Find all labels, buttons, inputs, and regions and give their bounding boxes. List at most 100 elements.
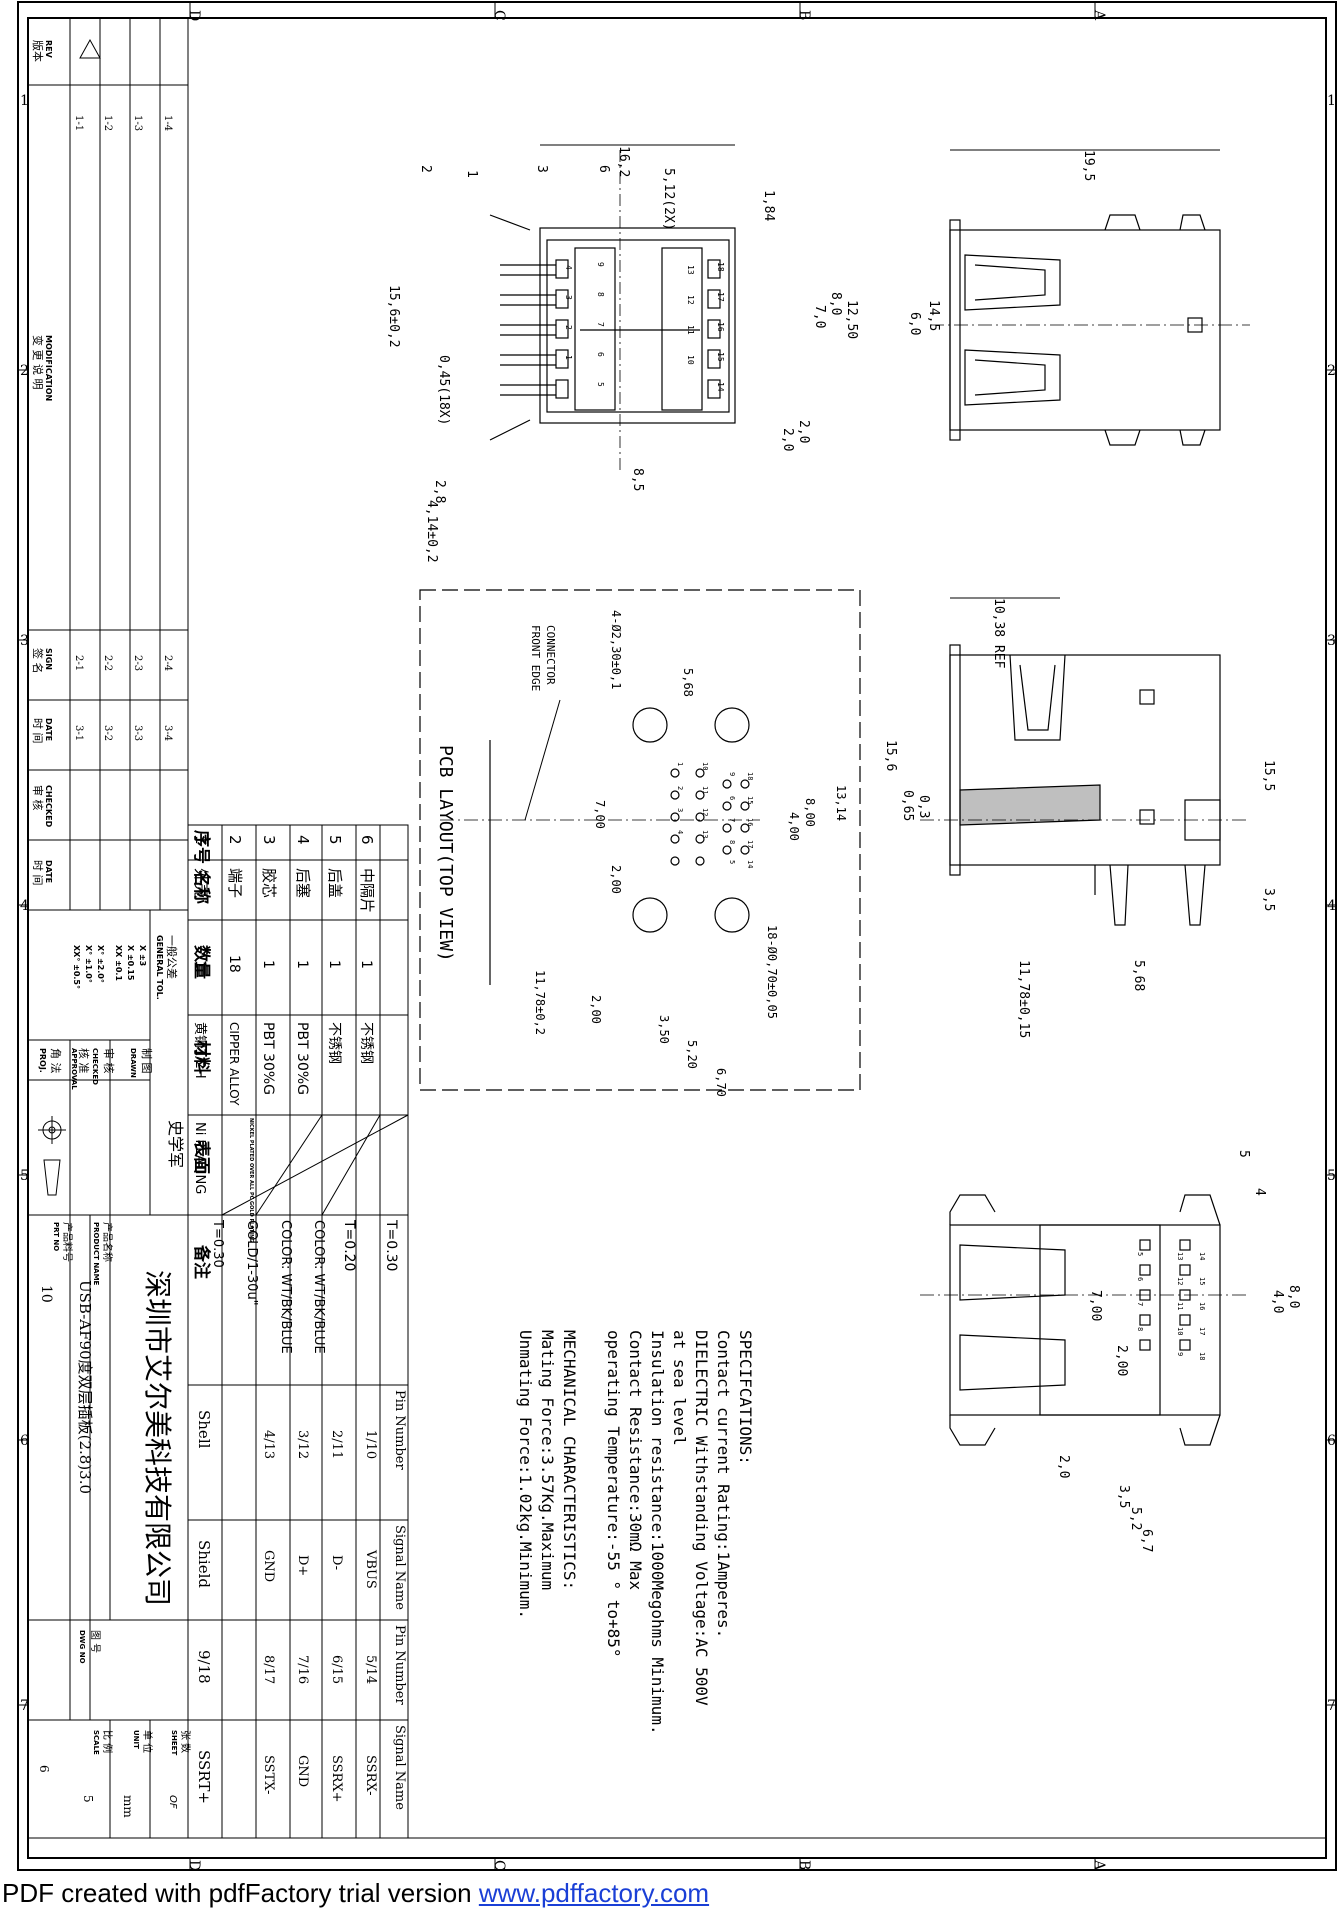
zone-letter: D [186, 1860, 202, 1871]
dim-label: 5,68 [1131, 960, 1146, 991]
pin-label: 11 [1176, 1302, 1184, 1310]
bom-cell: COLOR: WT/BK/BLUE [278, 1220, 293, 1354]
bom-cell: 3 [260, 835, 278, 845]
pin-cell: 1/10 [363, 1430, 378, 1459]
dim-label: 5,20 [685, 1040, 699, 1069]
bom-cell: NICKEL PLATED OVER ALL PC GOLD PLATING [248, 1118, 254, 1242]
dim-label: 2,00 [589, 995, 603, 1024]
product-label-en: PRODUCT NAME [92, 1222, 100, 1286]
dim-label: 18-Ø0,70±0,05 [765, 925, 779, 1019]
zone-letter: D [186, 10, 202, 21]
zone-number: 2 [20, 363, 29, 379]
pin-label: 15 [746, 796, 754, 804]
pin-cell: 8/17 [261, 1655, 276, 1684]
bom-cell: 中隔片 [358, 868, 376, 913]
pin-cell: D+ [295, 1555, 310, 1576]
date-entry: 3-4 [162, 725, 173, 741]
pin-cell: GND [295, 1755, 310, 1787]
top-view [930, 214, 1250, 446]
pin-label: 17 [1198, 1327, 1206, 1335]
bom-table-text: 序号 名称 数量 材料 表面 备注 6 中隔片 1 不锈钢 T=0.30 5 后… [191, 830, 399, 1354]
pin-label: 9 [596, 262, 605, 267]
pcb-layout [419, 589, 861, 1091]
dim-label: 13,14 [834, 785, 848, 821]
product-name: USB-AF90度双层插板(2.8)3.0 [76, 1280, 94, 1494]
pin-label: 14 [746, 860, 754, 868]
side-view [920, 644, 1250, 926]
pin-cell: SSRX+ [329, 1755, 344, 1803]
projection-symbol-icon [38, 1116, 66, 1196]
zone-number: 7 [20, 1698, 29, 1714]
pin-label: 6 [1136, 1277, 1144, 1281]
dwg-label-en: DWG NO [78, 1630, 86, 1664]
spec-line: SPECIFCATIONS: [736, 1330, 755, 1465]
pdffactory-link[interactable]: www.pdffactory.com [478, 1878, 710, 1908]
dim-label: 8,00 [803, 798, 817, 827]
pin-label: 10 [1176, 1327, 1184, 1335]
zone-letter: C [491, 10, 507, 21]
pin-label: 4 [676, 830, 684, 834]
sheet-count-a: 6 [37, 1765, 51, 1773]
tol-a1: X° ±2.0° [96, 945, 105, 983]
pin-cell: D- [329, 1555, 344, 1570]
date2-label-en: DATE [44, 860, 53, 883]
specifications: SPECIFCATIONS: Contact current Rating:1A… [516, 1330, 755, 1735]
front-view-dims: 16,2 5,12(2X) 1,84 12,50 8,0 7,0 2,0 2,0… [386, 144, 859, 563]
zone-number: 5 [1327, 1168, 1336, 1184]
revision-labels: 版本 REV 变 更 说 明 MODIFICATION 签 名 SIGN 时 间… [31, 38, 101, 886]
pin-label: 7 [1136, 1302, 1144, 1306]
footer-text: PDF created with pdfFactory trial versio… [2, 1878, 479, 1908]
bom-cell: 1 [260, 960, 276, 969]
zone-number: 1 [1327, 93, 1336, 109]
bom-cell: COLOR: WT/BK/BLUE [311, 1220, 326, 1354]
top-view-dims: 19,5 14,5 6,0 [907, 149, 1220, 335]
bottom-view-dims: 8,0 4,0 7,00 2,00 2,0 3,5 5,2 6,7 5 4 [1056, 1150, 1301, 1552]
tol-xxx: XX ±0.1 [114, 945, 123, 981]
company-name: 深圳市艾尔美科技有限公司 [141, 1270, 174, 1606]
zone-numbers-side: 1 2 3 4 5 6 7 1 2 3 4 5 6 7 [20, 93, 1336, 1714]
dwg-label: 图 号 [89, 1630, 101, 1653]
callout: 6 [596, 165, 611, 173]
bom-header: 数量 [191, 945, 212, 979]
drawn-name: 史学军 [166, 1120, 185, 1168]
bottom-view [920, 1194, 1250, 1446]
dim-label: 4,00 [787, 812, 801, 841]
pcb-pin-numbers: 1 10 9 18 2 11 3 12 4 13 5 14 6 15 7 16 … [676, 762, 754, 868]
bom-header: 序号 [191, 830, 212, 864]
dim-label: 2,0 [1056, 1455, 1071, 1478]
tol-x: X ±3 [138, 945, 147, 966]
zone-letter: A [1091, 9, 1107, 21]
pin-label: 9 [1176, 1352, 1184, 1356]
spec-line: DIELECTRIC Withstanding Voltage:AC 500V [692, 1330, 711, 1706]
approval-label-en: APPROVAL [70, 1048, 78, 1090]
pin-cell: SSRT+ [195, 1750, 213, 1804]
pin-cell: GND [261, 1550, 276, 1582]
spec-line: Mating Force:3.57Kg.Maximum [538, 1330, 557, 1590]
pin-label: 5 [596, 382, 605, 387]
pin-label: 11 [701, 786, 709, 794]
bom-cell: GOLD/1-30u" [244, 1220, 259, 1306]
rev-label-en: REV [44, 40, 53, 59]
callout: 5 [1236, 1150, 1251, 1158]
pin-label: 11 [686, 325, 695, 335]
dim-label: 5,12(2X) [661, 168, 676, 231]
approval-label: 核 准 [77, 1048, 91, 1074]
sign-label: 签 名 [31, 648, 45, 674]
pin-label: 12 [686, 295, 695, 305]
spec-line: Unmating Force:1.02kg.Minimum. [516, 1330, 535, 1619]
pin-label: 3 [676, 808, 684, 812]
zone-number: 6 [1327, 1433, 1336, 1449]
zone-number: 2 [1327, 363, 1336, 379]
product-label: 产品名称 [101, 1222, 114, 1262]
scale-label-en: SCALE [92, 1730, 100, 1755]
title-block [28, 910, 188, 1838]
dim-label: 2,0 [780, 428, 795, 451]
mod-label: 变 更 说 明 [31, 335, 45, 390]
dim-label: 10,38 REF [991, 598, 1006, 669]
date-entry: 3-2 [102, 725, 113, 741]
part-label: 产品料号 [61, 1222, 74, 1262]
dim-label: 19,5 [1081, 150, 1096, 181]
callout: 2 [418, 165, 433, 173]
pin-label: 12 [701, 808, 709, 816]
front-edge-label: CONNECTOR [544, 625, 557, 685]
